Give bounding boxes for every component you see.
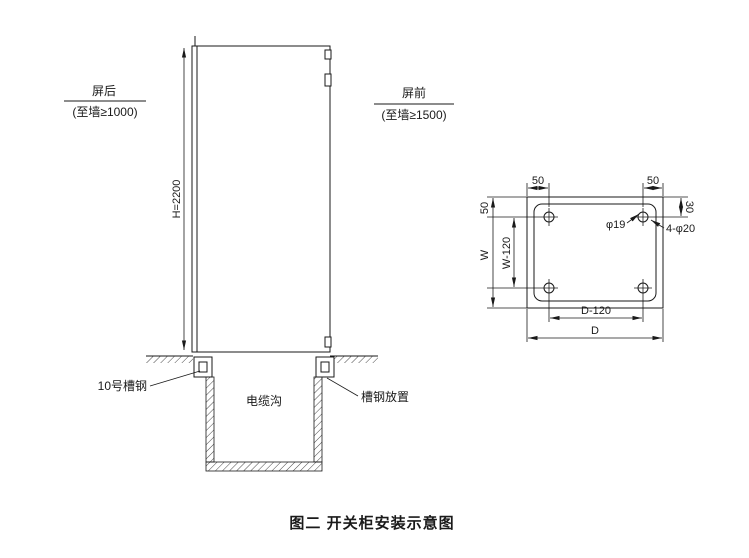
channel-steel-label: 10号槽钢 — [98, 379, 147, 393]
dim-w120-label: W-120 — [501, 237, 513, 269]
cabinet-hinge-upper — [324, 73, 332, 87]
bolt-hole-top-left — [540, 208, 558, 226]
trench-wall-left — [205, 376, 215, 463]
front-label-note: (至墙≥1500) — [381, 108, 446, 122]
cabinet-hinge-bottom — [324, 336, 332, 348]
dim-right-30-label: 30 — [683, 201, 695, 213]
4phi20-leader-line — [650, 219, 665, 229]
figure-caption: 图二 开关柜安装示意图 — [289, 514, 454, 532]
dim-d-label: D — [591, 325, 599, 337]
rear-label-note: (至墙≥1000) — [72, 105, 137, 119]
trench-bottom — [205, 461, 323, 472]
rear-label-text: 屏后 — [92, 84, 116, 98]
phi19-leader-line — [626, 213, 640, 224]
ground-hatch-right — [331, 356, 378, 363]
front-label-text: 屏前 — [402, 85, 426, 100]
trench-wall-right — [313, 376, 323, 463]
4phi20-label: 4-φ20 — [666, 223, 695, 235]
cable-trench: 电缆沟 — [205, 376, 323, 472]
channel-steel-right — [315, 356, 335, 378]
rear-clearance-label: 屏后 (至墙≥1000) — [64, 84, 146, 119]
dim-d120-label: D-120 — [581, 305, 611, 317]
dim-top-right-label: 50 — [647, 175, 659, 187]
cabinet-body — [191, 45, 331, 353]
channel-steel-right-inner — [320, 361, 330, 373]
plan-view: 50 50 50 W W-120 30 φ19 4-φ20 D-120 D — [479, 175, 695, 342]
cable-trench-label: 电缆沟 — [246, 394, 282, 408]
cabinet-hinge-top — [324, 49, 332, 60]
ground-hatch-left — [146, 356, 193, 363]
channel-steel-leader-line — [149, 370, 201, 387]
front-clearance-label: 屏前 (至墙≥1500) — [374, 85, 454, 122]
elevation-view: H=2200 屏后 (至墙≥1000) 屏前 (至墙≥1500) — [64, 36, 454, 472]
plan-outer-frame — [526, 196, 664, 309]
dim-w-label: W — [479, 249, 491, 260]
bolt-hole-bottom-right — [634, 279, 652, 297]
channel-steel-left-inner — [198, 361, 208, 373]
channel-steel-left-outer — [193, 356, 213, 378]
phi19-label: φ19 — [606, 219, 625, 231]
dim-top-left-label: 50 — [532, 175, 544, 187]
channel-steel-right-outer — [315, 356, 335, 378]
height-dimension-label: H=2200 — [171, 180, 183, 219]
channel-placement-leader-line — [326, 377, 359, 397]
plan-inner-frame — [533, 203, 657, 302]
channel-placement-label: 槽钢放置 — [361, 389, 409, 404]
channel-steel-left — [193, 356, 213, 378]
dim-left-50-label: 50 — [479, 202, 491, 214]
bolt-hole-bottom-left — [540, 279, 558, 297]
